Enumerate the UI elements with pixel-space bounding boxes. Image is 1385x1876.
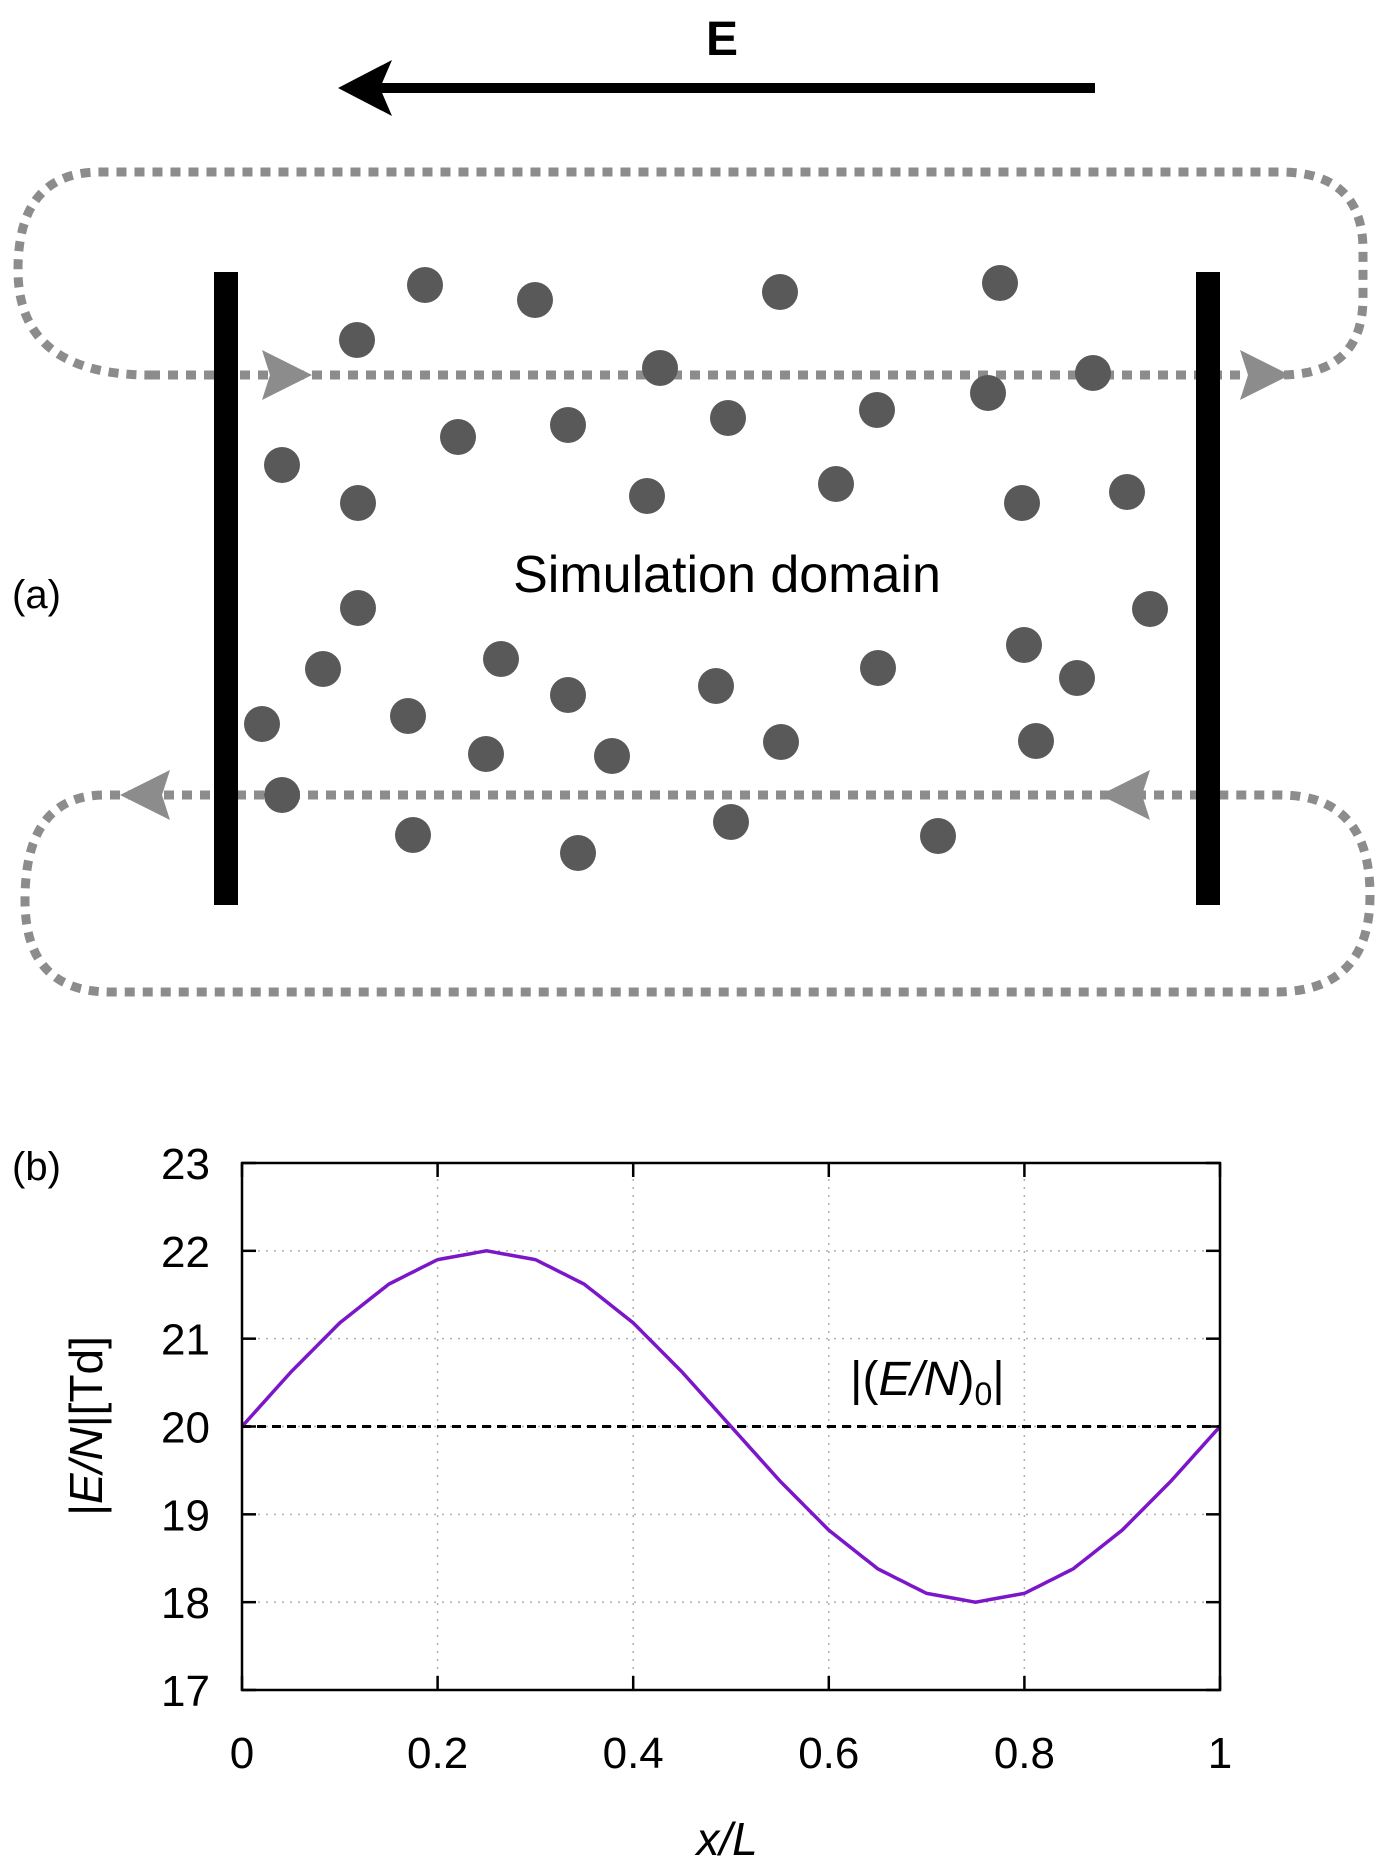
particle-16 <box>818 466 854 502</box>
y-tick-label: 22 <box>161 1228 210 1277</box>
panel-b-label: (b) <box>12 1145 61 1189</box>
particle-12 <box>859 392 895 428</box>
y-tick-label: 19 <box>161 1491 210 1540</box>
particles <box>244 265 1168 871</box>
panel-a: (a) E Simulation domain <box>12 13 1375 997</box>
lower-left-arrow-icon <box>120 770 170 820</box>
particle-19 <box>340 590 376 626</box>
upper-left-arrow-icon <box>262 350 312 400</box>
annotation-end: | <box>992 1353 1004 1406</box>
x-tick-label: 0.8 <box>994 1729 1055 1778</box>
periodic-loops <box>13 167 1375 997</box>
particle-15 <box>629 478 665 514</box>
particle-14 <box>340 485 376 521</box>
particle-35 <box>395 817 431 853</box>
particle-11 <box>710 400 746 436</box>
particle-10 <box>550 407 586 443</box>
field-label: E <box>706 13 738 66</box>
particle-31 <box>594 738 630 774</box>
annotation-sub: 0 <box>974 1376 992 1412</box>
annotation-close: ) <box>958 1353 974 1406</box>
particle-37 <box>713 804 749 840</box>
lower-right-arrow-icon <box>1100 770 1150 820</box>
particle-8 <box>970 375 1006 411</box>
x-axis-label-italic: x/L <box>694 1813 757 1865</box>
x-tick-label: 1 <box>1208 1729 1232 1778</box>
particle-2 <box>517 282 553 318</box>
particle-38 <box>920 818 956 854</box>
axis-ticks <box>240 1161 1222 1692</box>
upper-right-arrow-icon <box>1240 350 1290 400</box>
x-tick-label: 0.6 <box>798 1729 859 1778</box>
particle-25 <box>860 650 896 686</box>
particle-17 <box>1004 485 1040 521</box>
x-axis-label: x/L <box>694 1813 757 1865</box>
particle-5 <box>339 322 375 358</box>
lower-loop <box>20 790 1375 997</box>
field-arrow: E <box>338 13 1095 116</box>
y-axis-label-post: |[Td] <box>60 1336 112 1427</box>
x-tick-label: 0.2 <box>407 1729 468 1778</box>
particle-23 <box>550 677 586 713</box>
particle-30 <box>468 736 504 772</box>
particle-24 <box>698 668 734 704</box>
particle-9 <box>440 419 476 455</box>
particle-27 <box>1059 660 1095 696</box>
particle-34 <box>264 777 300 813</box>
particle-28 <box>244 706 280 742</box>
particle-26 <box>1006 627 1042 663</box>
y-tick-label: 20 <box>161 1404 210 1453</box>
particle-1 <box>407 267 443 303</box>
field-arrow-head <box>338 60 392 116</box>
y-tick-labels: 17 18 19 20 21 22 23 <box>161 1140 210 1716</box>
particle-13 <box>264 447 300 483</box>
y-tick-label: 21 <box>161 1316 210 1365</box>
particle-18 <box>1109 474 1145 510</box>
particle-36 <box>560 835 596 871</box>
x-tick-label: 0 <box>230 1729 254 1778</box>
particle-33 <box>1018 723 1054 759</box>
particle-6 <box>642 350 678 386</box>
particle-21 <box>305 651 341 687</box>
particle-29 <box>390 698 426 734</box>
y-tick-label: 23 <box>161 1140 210 1189</box>
particle-32 <box>763 724 799 760</box>
y-axis-label-italic: E/N <box>60 1427 112 1504</box>
y-axis-label: |E/N|[Td] <box>60 1336 112 1516</box>
domain-label: Simulation domain <box>513 546 941 604</box>
y-tick-label: 18 <box>161 1579 210 1628</box>
annotation-italic: E/N <box>878 1353 958 1406</box>
annotation-open: |( <box>850 1353 878 1406</box>
x-tick-label: 0.4 <box>603 1729 664 1778</box>
x-tick-labels: 0 0.2 0.4 0.6 0.8 1 <box>230 1729 1232 1778</box>
particle-3 <box>762 274 798 310</box>
y-axis-label-pre: | <box>60 1504 112 1516</box>
particle-22 <box>483 641 519 677</box>
y-tick-label: 17 <box>161 1667 210 1716</box>
reference-annotation: |(E/N)0| <box>850 1353 1005 1412</box>
panel-a-label: (a) <box>12 573 61 617</box>
particle-20 <box>1132 591 1168 627</box>
upper-loop <box>13 167 1368 380</box>
particle-7 <box>1075 355 1111 391</box>
particle-4 <box>982 265 1018 301</box>
